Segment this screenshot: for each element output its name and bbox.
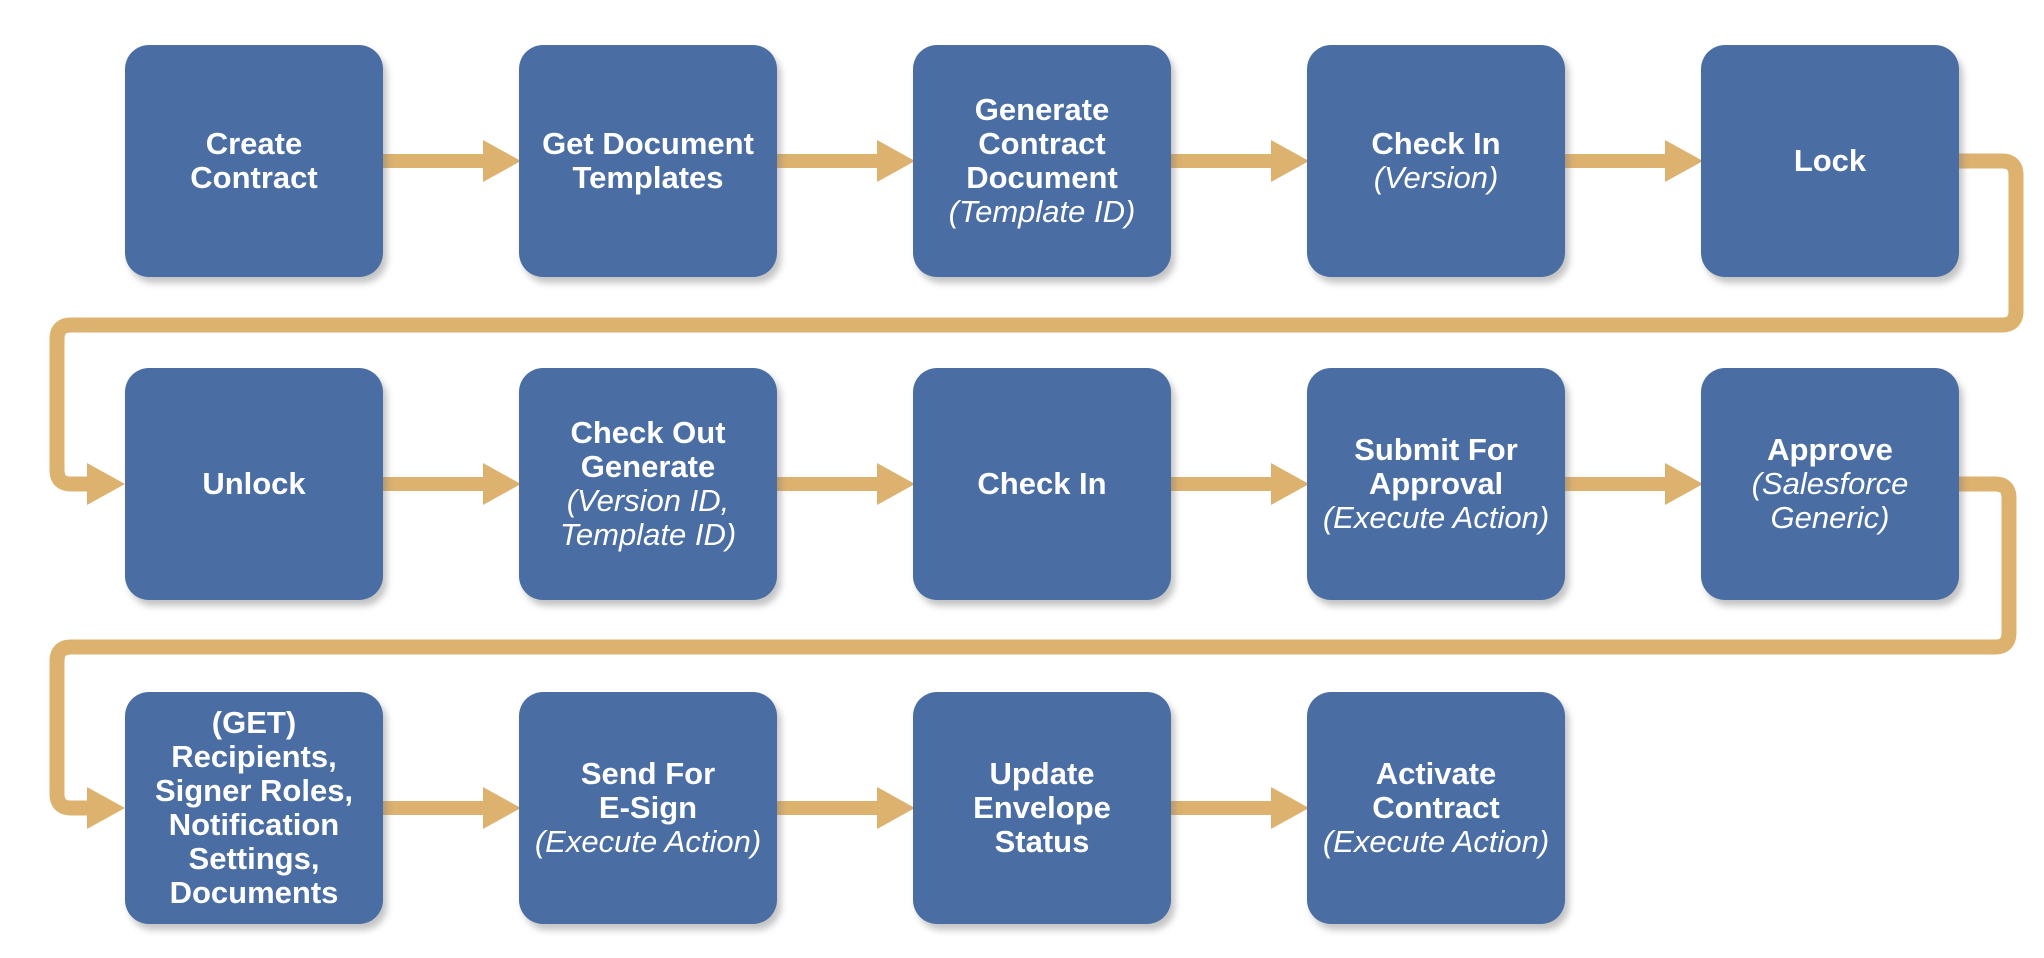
connector-lock-to-unlock bbox=[49, 153, 2024, 505]
flow-step-get-document-templates: Get Document Templates bbox=[519, 45, 777, 277]
step-subtitle: (Execute Action) bbox=[1322, 500, 1550, 535]
step-title: (GET) Recipients, Signer Roles, Notifica… bbox=[154, 705, 354, 910]
step-subtitle: (Salesforce Generic) bbox=[1751, 466, 1909, 535]
step-subtitle: (Version) bbox=[1373, 160, 1499, 195]
flow-step-lock: Lock bbox=[1701, 45, 1959, 277]
step-subtitle: (Version ID, Template ID) bbox=[559, 483, 737, 552]
arrow-submit-to-approve bbox=[1565, 463, 1703, 505]
arrow-generate-to-check-in-version bbox=[1171, 140, 1309, 182]
step-title: Create Contract bbox=[190, 126, 318, 195]
arrow-check-in-to-submit bbox=[1171, 463, 1309, 505]
step-subtitle: (Execute Action) bbox=[534, 824, 762, 859]
step-title: Lock bbox=[1793, 143, 1867, 178]
flow-step-submit-for-approval: Submit For Approval (Execute Action) bbox=[1307, 368, 1565, 600]
arrow-get-recipients-to-send bbox=[383, 787, 521, 829]
flow-step-update-envelope-status: Update Envelope Status bbox=[913, 692, 1171, 924]
flow-step-generate-contract-document: Generate Contract Document (Template ID) bbox=[913, 45, 1171, 277]
step-title: Unlock bbox=[202, 466, 306, 501]
step-title: Activate Contract bbox=[1372, 756, 1500, 825]
step-subtitle: (Template ID) bbox=[948, 194, 1136, 229]
step-title: Get Document Templates bbox=[542, 126, 754, 195]
flow-step-send-for-e-sign: Send For E-Sign (Execute Action) bbox=[519, 692, 777, 924]
arrow-update-envelope-to-activate bbox=[1171, 787, 1309, 829]
arrow-create-to-get-templates bbox=[383, 140, 521, 182]
flow-step-check-in-version: Check In (Version) bbox=[1307, 45, 1565, 277]
connector-approve-to-get-recipients bbox=[49, 476, 2017, 829]
arrow-check-in-version-to-lock bbox=[1565, 140, 1703, 182]
flow-step-activate-contract: Activate Contract (Execute Action) bbox=[1307, 692, 1565, 924]
flow-step-unlock: Unlock bbox=[125, 368, 383, 600]
step-title: Submit For Approval bbox=[1354, 432, 1518, 501]
step-title: Check In bbox=[1371, 126, 1501, 161]
step-title: Update Envelope Status bbox=[973, 756, 1111, 859]
arrow-send-to-update-envelope bbox=[777, 787, 915, 829]
arrow-unlock-to-check-out bbox=[383, 463, 521, 505]
step-title: Send For E-Sign bbox=[580, 756, 716, 825]
flow-step-approve: Approve (Salesforce Generic) bbox=[1701, 368, 1959, 600]
step-title: Approve bbox=[1767, 432, 1893, 467]
arrow-get-templates-to-generate bbox=[777, 140, 915, 182]
step-title: Generate Contract Document bbox=[966, 92, 1118, 195]
arrow-check-out-to-check-in bbox=[777, 463, 915, 505]
flow-step-get-recipients: (GET) Recipients, Signer Roles, Notifica… bbox=[125, 692, 383, 924]
flow-step-check-out-generate: Check Out Generate (Version ID, Template… bbox=[519, 368, 777, 600]
flow-step-create-contract: Create Contract bbox=[125, 45, 383, 277]
step-subtitle: (Execute Action) bbox=[1322, 824, 1550, 859]
flow-step-check-in: Check In bbox=[913, 368, 1171, 600]
step-title: Check Out Generate bbox=[570, 415, 726, 484]
step-title: Check In bbox=[977, 466, 1107, 501]
